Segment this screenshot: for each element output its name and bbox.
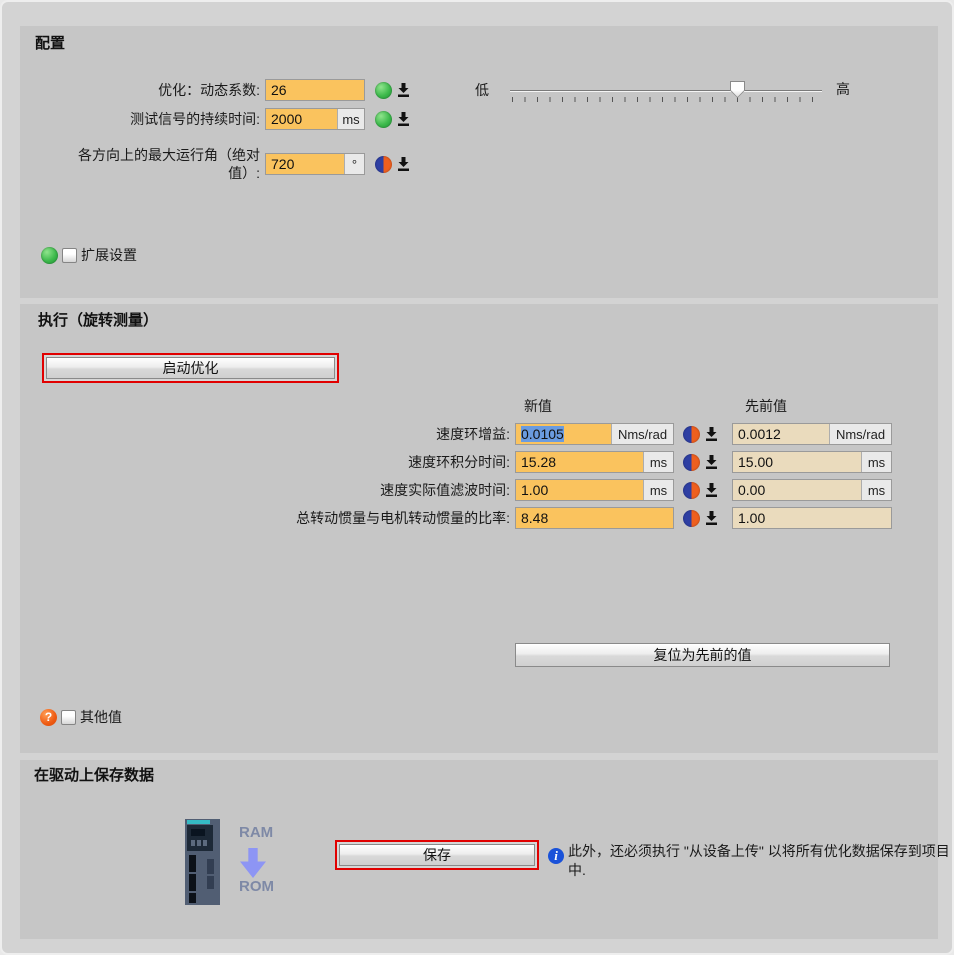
new-value-input[interactable]: 0.0105 Nms/rad [515,423,674,445]
save-highlight-frame: 保存 [335,840,539,870]
save-section: 在驱动上保存数据 RAM ROM 保存 i 此外，还必须执行 "从设备上传" 以… [20,760,950,939]
execute-section-title: 执行（旋转测量） [38,312,159,329]
previous-value-text: 1.00 [738,510,766,526]
download-icon [398,157,409,171]
download-icon [706,427,717,441]
status-led-blue-orange-icon [683,425,700,443]
new-value-input[interactable]: 15.28 ms [515,451,674,473]
max-angle-value: 720 [271,156,295,172]
info-icon: i [548,848,564,864]
other-values-row: ? 其他值 [40,708,122,726]
max-angle-unit: ° [344,154,364,174]
drive-device-icon [185,819,220,905]
row-label: 速度实际值滤波时间: [380,482,510,498]
row-label: 速度环增益: [436,426,510,442]
new-value-text: 15.28 [521,454,557,470]
execute-section: 执行（旋转测量） 启动优化 新值 先前值 速度环增益: 0.0105 Nms/r… [20,304,938,753]
ram-label: RAM [239,824,274,841]
reset-to-previous-button[interactable]: 复位为先前的值 [515,643,890,667]
previous-value-text: 0.00 [738,482,766,498]
column-header-previous-value: 先前值 [745,398,787,414]
previous-value-unit: ms [861,452,891,472]
other-values-label: 其他值 [80,709,122,725]
download-icon [398,112,409,126]
extended-settings-label: 扩展设置 [81,247,137,263]
test-duration-value: 2000 [271,111,303,127]
status-led-green-icon [375,110,392,128]
save-button[interactable]: 保存 [339,844,535,866]
config-row-max-angle: 各方向上的最大运行角（绝对值）: 720 ° [70,146,410,182]
start-optimization-button[interactable]: 启动优化 [46,357,335,379]
table-row-integral-time: 速度环积分时间: 15.28 ms 15.00 ms [120,451,892,473]
download-icon [706,483,717,497]
config-row-dynamic-factor: 优化：动态系数: 26 [22,79,410,101]
max-angle-label: 各方向上的最大运行角（绝对值）: [78,147,260,181]
download-icon [706,455,717,469]
status-led-green-icon [375,81,392,99]
dynamic-factor-label: 优化：动态系数: [158,82,260,98]
previous-value-text: 15.00 [738,454,774,470]
new-value-input[interactable]: 1.00 ms [515,479,674,501]
question-mark-icon: ? [40,708,57,726]
dynamic-factor-value: 26 [271,82,287,98]
new-value-text: 0.0105 [521,426,564,442]
save-info-text: 此外，还必须执行 "从设备上传" 以将所有优化数据保存到项目中. [568,843,950,878]
status-led-green-icon [41,246,58,264]
save-section-title: 在驱动上保存数据 [34,767,155,784]
new-value-unit: Nms/rad [611,424,673,444]
slider-high-label: 高 [836,81,850,97]
download-icon [398,83,409,97]
slider-low-label: 低 [475,82,489,98]
config-section: 配置 优化：动态系数: 26 测试信号的持续时间: 2000 ms 各方向上的最… [20,26,938,298]
status-led-blue-orange-icon [683,481,700,499]
ram-to-rom-arrow-icon [240,848,266,878]
download-icon [706,511,717,525]
column-header-new-value: 新值 [524,398,552,414]
new-value-text: 1.00 [521,482,549,498]
previous-value-text: 0.0012 [738,426,781,442]
status-led-blue-orange-icon [683,509,700,527]
slider-ticks [512,97,822,102]
row-label: 速度环积分时间: [408,454,510,470]
test-duration-label: 测试信号的持续时间: [130,111,260,127]
previous-value-field: 0.0012 Nms/rad [732,423,892,445]
test-duration-input[interactable]: 2000 ms [265,108,365,130]
previous-value-unit: ms [861,480,891,500]
new-value-unit: ms [643,480,673,500]
previous-value-field: 1.00 [732,507,892,529]
other-values-checkbox[interactable] [61,709,76,725]
config-section-title: 配置 [35,35,66,52]
previous-value-field: 15.00 ms [732,451,892,473]
test-duration-unit: ms [337,109,364,129]
dynamics-slider-thumb[interactable] [730,81,745,98]
extended-settings-checkbox[interactable] [62,247,77,263]
table-row-inertia-ratio: 总转动惯量与电机转动惯量的比率: 8.48 1.00 [120,507,892,529]
rom-label: ROM [239,878,274,895]
table-row-speed-loop-gain: 速度环增益: 0.0105 Nms/rad 0.0012 Nms/rad [120,423,892,445]
previous-value-unit: Nms/rad [829,424,891,444]
status-led-blue-orange-icon [683,453,700,471]
max-angle-input[interactable]: 720 ° [265,153,365,175]
new-value-text: 8.48 [521,510,549,526]
row-label: 总转动惯量与电机转动惯量的比率: [296,510,510,526]
previous-value-field: 0.00 ms [732,479,892,501]
new-value-input[interactable]: 8.48 [515,507,674,529]
status-led-blue-orange-icon [375,155,392,173]
dynamic-factor-input[interactable]: 26 [265,79,365,101]
config-row-test-duration: 测试信号的持续时间: 2000 ms [22,108,410,130]
start-optimization-highlight-frame: 启动优化 [42,353,339,383]
table-row-filter-time: 速度实际值滤波时间: 1.00 ms 0.00 ms [120,479,892,501]
extended-settings-row: 扩展设置 [41,246,137,264]
dynamics-slider-track[interactable] [510,90,822,92]
new-value-unit: ms [643,452,673,472]
